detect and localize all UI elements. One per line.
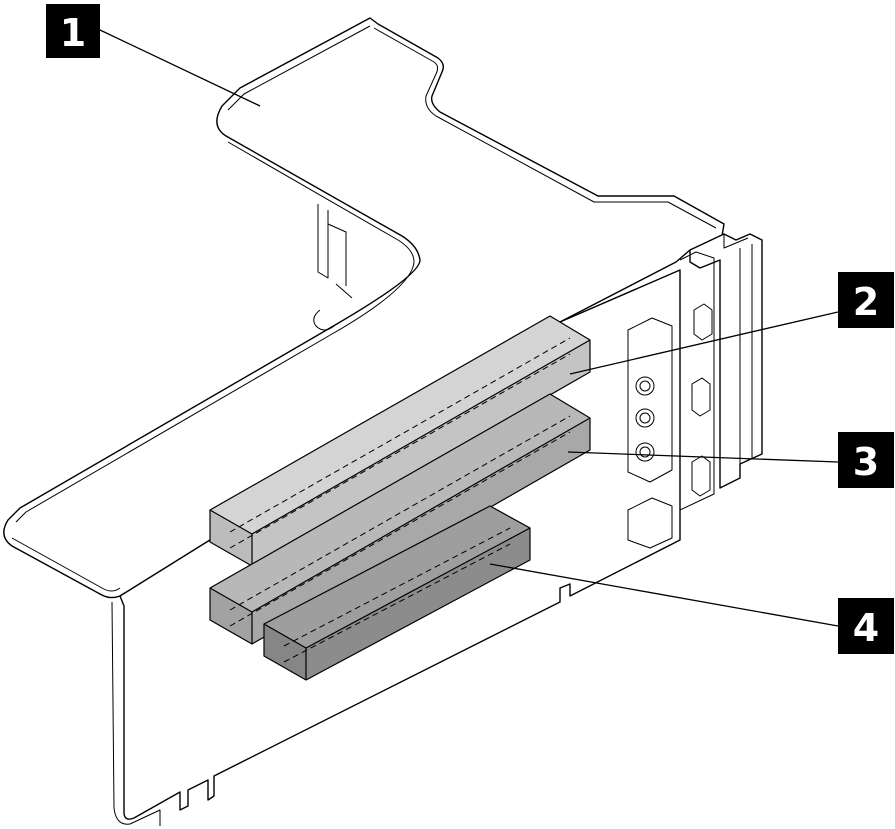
callout-4-label: 4 <box>853 606 879 650</box>
leader-line-1 <box>99 29 261 107</box>
callout-1-label: 1 <box>60 11 86 55</box>
led-icon <box>635 376 655 462</box>
callout-2: 2 <box>838 272 894 328</box>
callout-3: 3 <box>838 432 894 488</box>
callout-1: 1 <box>46 4 100 58</box>
leader-line-4 <box>489 563 839 627</box>
callout-3-label: 3 <box>853 440 879 484</box>
pcie-slot-3 <box>263 505 531 681</box>
leader-lines <box>99 29 839 627</box>
pcie-slot-1 <box>209 315 591 567</box>
leader-line-2 <box>569 311 839 375</box>
leader-line-3 <box>567 451 839 463</box>
callout-2-label: 2 <box>853 280 879 324</box>
callout-4: 4 <box>838 598 894 654</box>
